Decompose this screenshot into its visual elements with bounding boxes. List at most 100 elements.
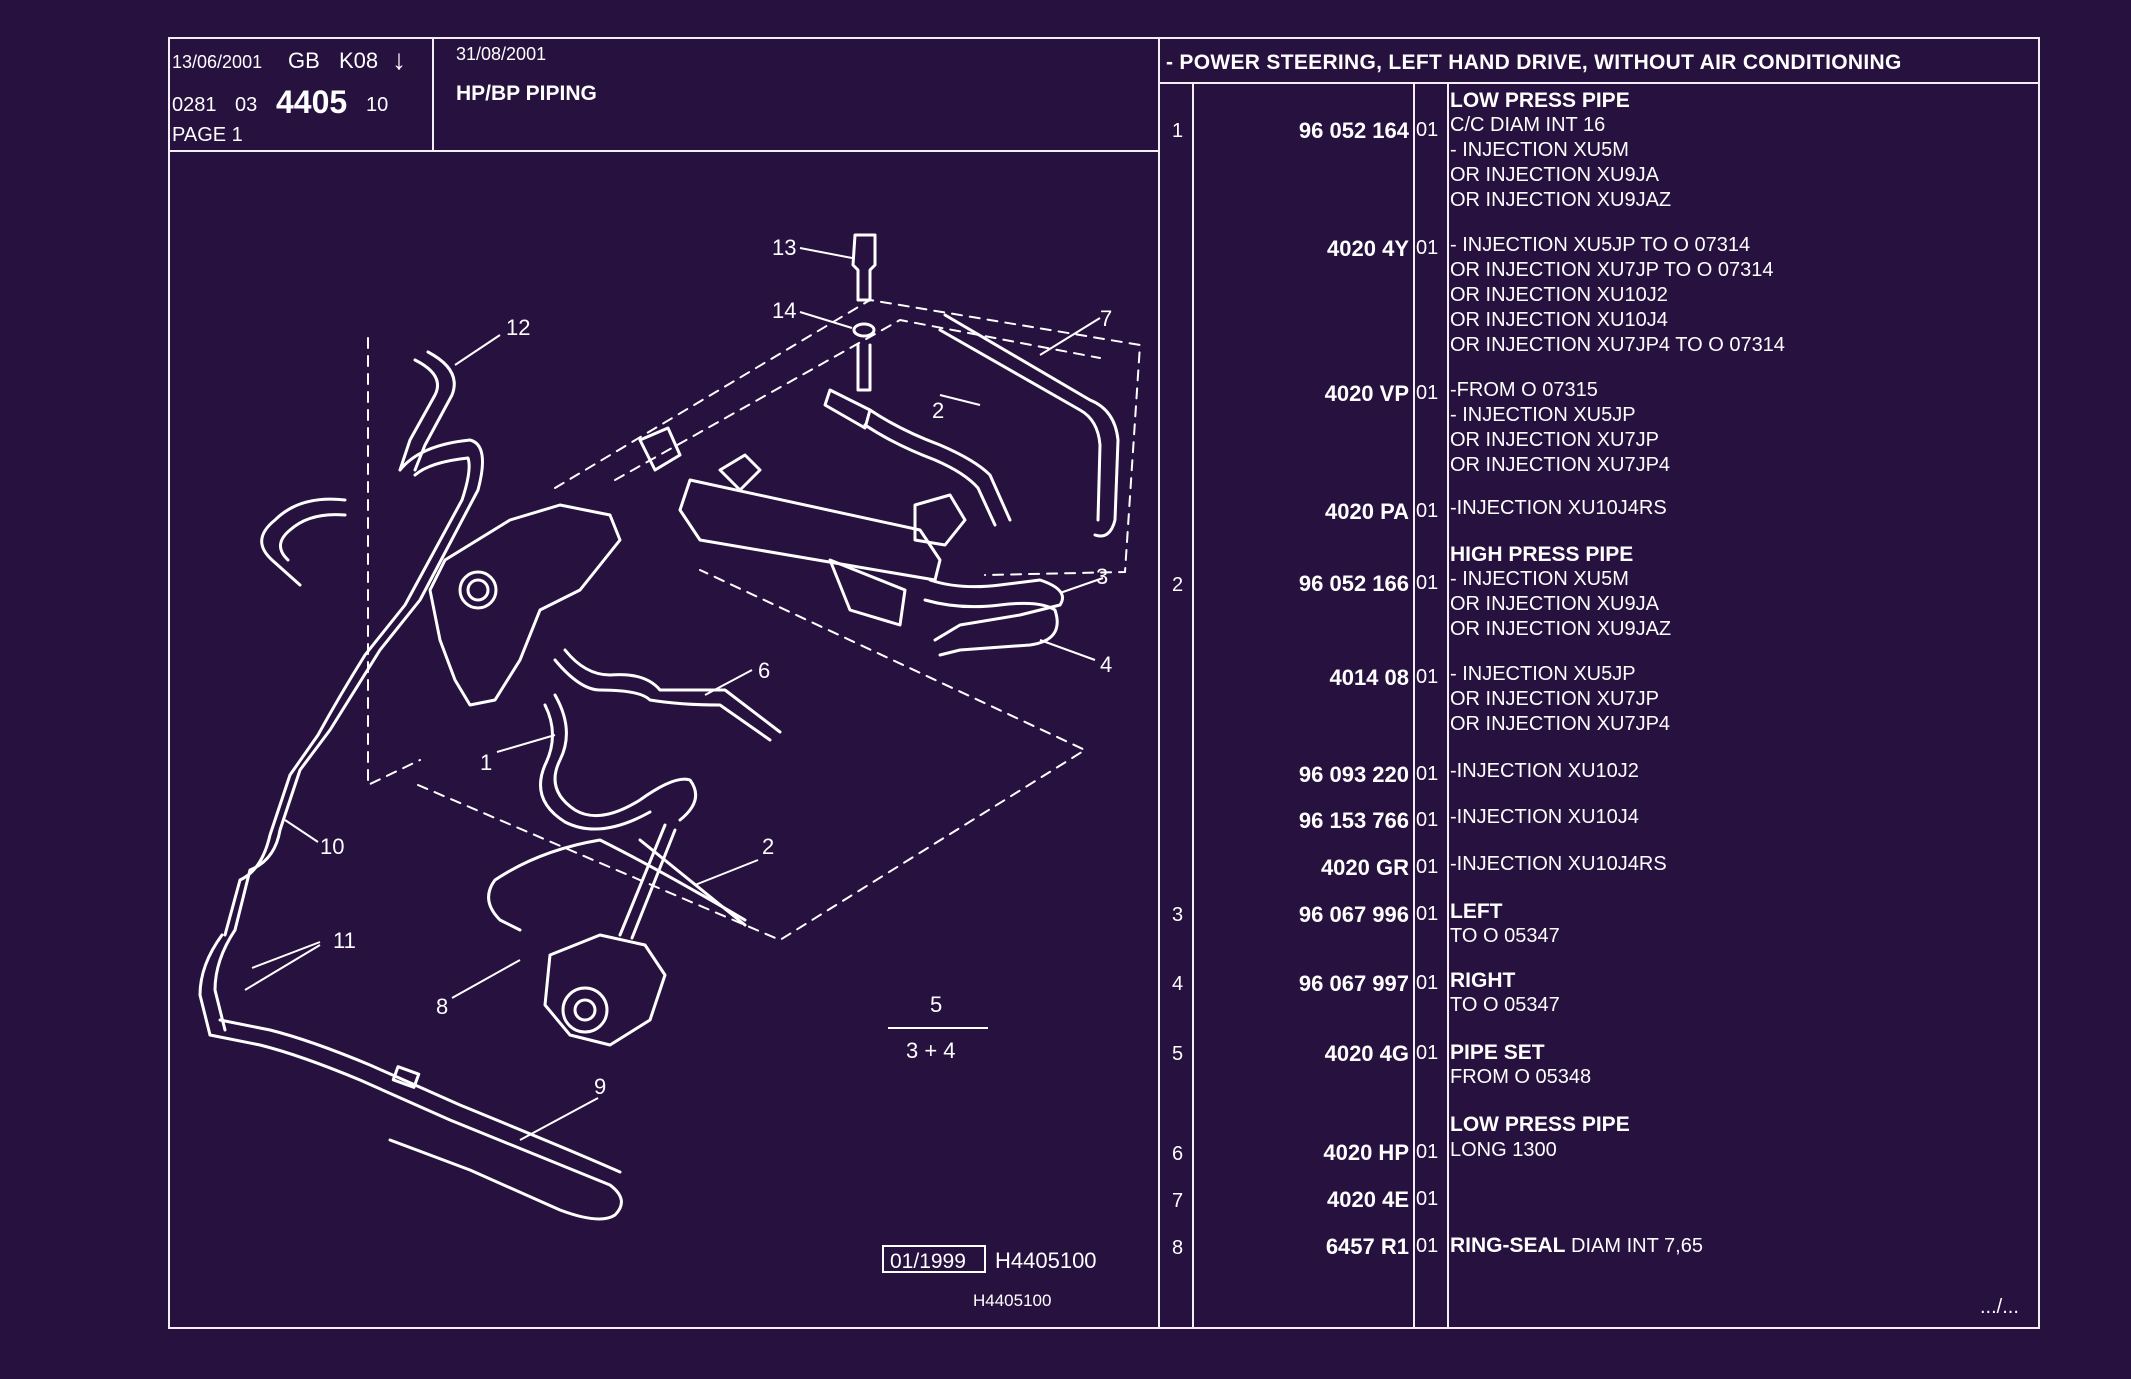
- col-qty-left-rule: [1413, 84, 1415, 1329]
- section-title: HP/BP PIPING: [456, 82, 597, 105]
- stamp-date: 01/1999: [890, 1250, 966, 1273]
- reservoir: [428, 503, 622, 707]
- print-date: 13/06/2001: [172, 52, 263, 72]
- update-date: 31/08/2001: [456, 44, 547, 64]
- pipe-6: [553, 648, 782, 742]
- part-description: -FROM O 07315 - INJECTION XU5JP OR INJEC…: [1450, 379, 1671, 476]
- ref-prefix: 0281: [172, 94, 217, 116]
- part-index: 8: [1172, 1237, 1184, 1259]
- part-quantity: 01: [1416, 1188, 1439, 1210]
- part-description: RING-SEAL DIAM INT 7,65: [1450, 1234, 1703, 1257]
- part-reference: 4020 HP: [1323, 1140, 1409, 1165]
- part-reference: 4014 08: [1329, 665, 1409, 690]
- part-quantity: 01: [1416, 572, 1439, 594]
- callout-2-upper: 2: [932, 398, 944, 423]
- pipe-12: [398, 350, 456, 472]
- part-reference: 4020 PA: [1325, 499, 1409, 524]
- callout-1: 1: [480, 750, 492, 775]
- callout-12: 12: [506, 315, 530, 340]
- ref-group: 03: [235, 94, 258, 116]
- part-reference: 96 067 996: [1298, 902, 1409, 927]
- rack-valve: [913, 493, 967, 547]
- part-description: PIPE SET FROM O 05348: [1450, 1041, 1592, 1088]
- part-quantity: 01: [1416, 809, 1439, 831]
- stamp-code: H4405100: [995, 1248, 1097, 1273]
- part-index: 6: [1172, 1143, 1184, 1165]
- callout-3: 3: [1096, 564, 1108, 589]
- dashed-frame-lower: [417, 569, 1086, 941]
- ref-suffix: 10: [366, 94, 389, 116]
- pipe-7: [938, 313, 1120, 538]
- part-description: LONG 1300: [1450, 1139, 1557, 1161]
- steering-rack: [678, 478, 942, 582]
- callout-2-lower: 2: [762, 834, 774, 859]
- figure-code: H4405100: [973, 1291, 1051, 1310]
- callout-11: 11: [333, 928, 356, 953]
- part-description: LOW PRESS PIPE C/C DIAM INT 16 - INJECTI…: [1450, 89, 1672, 211]
- part-reference: 96 052 166: [1298, 571, 1409, 596]
- part-quantity: 01: [1416, 763, 1439, 785]
- part-14-seal: [852, 322, 876, 338]
- callout-formula: 3 + 4: [906, 1038, 956, 1063]
- clamp-9: [391, 1065, 421, 1089]
- part-quantity: 01: [1416, 856, 1439, 878]
- part-index: 7: [1172, 1190, 1184, 1212]
- part-quantity: 01: [1416, 119, 1439, 141]
- part-description: -INJECTION XU10J4: [1450, 806, 1639, 828]
- pipe-2-lower: [487, 838, 747, 932]
- part-quantity: 01: [1416, 666, 1439, 688]
- part-heading: LOW PRESS PIPE: [1450, 1113, 1630, 1136]
- down-arrow-icon: ↓: [392, 44, 406, 75]
- part-description: LEFT TO O 05347: [1450, 900, 1560, 947]
- part-quantity: 01: [1416, 972, 1439, 994]
- part-quantity: 01: [1416, 500, 1439, 522]
- part-13-fitting: [851, 233, 877, 302]
- part-description: - INJECTION XU5JP TO O 07314 OR INJECTIO…: [1450, 234, 1785, 356]
- pipe-4: [923, 598, 1059, 657]
- rack-lower: [828, 558, 907, 627]
- part-description: HIGH PRESS PIPE - INJECTION XU5M OR INJE…: [1450, 543, 1672, 640]
- part-quantity: 01: [1416, 903, 1439, 925]
- callout-9: 9: [594, 1074, 606, 1099]
- header-divider-vertical: [432, 37, 434, 152]
- part-index: 3: [1172, 904, 1184, 926]
- page-label: PAGE 1: [172, 124, 243, 146]
- part-quantity: 01: [1416, 1235, 1439, 1257]
- part-reference: 4020 GR: [1320, 855, 1409, 880]
- part-description: RIGHT TO O 05347: [1450, 969, 1560, 1016]
- callout-8: 8: [436, 994, 448, 1019]
- part-index: 2: [1172, 574, 1184, 596]
- part-description: -INJECTION XU10J4RS: [1450, 853, 1667, 875]
- part-reference: 96 153 766: [1298, 808, 1409, 833]
- part-reference: 6457 R1: [1325, 1234, 1409, 1259]
- pipe-10: [223, 438, 484, 937]
- part-reference: 4020 4E: [1327, 1187, 1409, 1212]
- pipe-11-segment: [198, 928, 237, 1037]
- part-index: 5: [1172, 1043, 1184, 1065]
- part-quantity: 01: [1416, 237, 1439, 259]
- stamp-box: [882, 1245, 986, 1273]
- table-title-rule: [1158, 82, 2040, 84]
- part-reference: 4020 VP: [1324, 381, 1409, 406]
- part-quantity: 01: [1416, 1141, 1439, 1163]
- branch-hose: [260, 497, 347, 587]
- reservoir-cap: [458, 570, 498, 610]
- pump-8: [543, 933, 667, 1047]
- ref-number: 4405: [276, 84, 348, 120]
- language-code: GB: [288, 48, 320, 73]
- part-reference: 96 052 164: [1298, 118, 1409, 143]
- part-description: -INJECTION XU10J4RS: [1450, 497, 1667, 519]
- callout-10: 10: [320, 834, 344, 859]
- pipe-9: [208, 1018, 623, 1221]
- part-reference: 96 067 997: [1298, 971, 1409, 996]
- pipe-2-upper: [863, 408, 1012, 527]
- continued-marker: .../...: [1980, 1296, 2019, 1318]
- part-description: - INJECTION XU5JP OR INJECTION XU7JP OR …: [1450, 663, 1671, 735]
- part-reference: 96 093 220: [1298, 762, 1409, 787]
- callout-6: 6: [758, 658, 770, 683]
- table-title: - POWER STEERING, LEFT HAND DRIVE, WITHO…: [1166, 51, 1902, 74]
- parts-sheet: [168, 37, 2040, 1329]
- col-qty-right-rule: [1447, 84, 1449, 1329]
- col-idx-rule: [1192, 84, 1194, 1329]
